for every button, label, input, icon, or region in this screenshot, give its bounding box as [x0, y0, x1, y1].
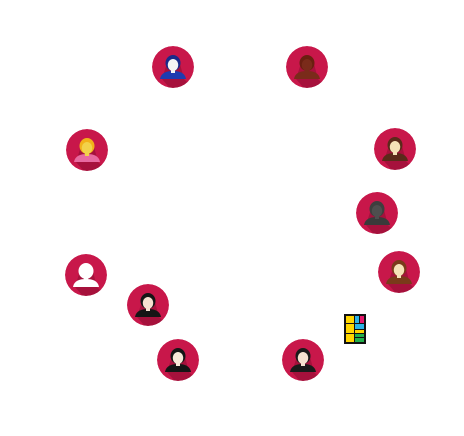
tile: [360, 316, 364, 323]
avatar-button-2[interactable]: [286, 46, 328, 88]
tile: [355, 316, 359, 323]
tile: [355, 330, 364, 333]
person-blue-suit-icon: [152, 46, 194, 88]
avatar-button-9[interactable]: [157, 339, 199, 381]
tile: [346, 316, 354, 323]
avatar-button-4[interactable]: [374, 128, 416, 170]
tile: [355, 324, 364, 329]
person-silhouette-brown-icon: [286, 46, 328, 88]
person-silhouette-gray-icon: [356, 192, 398, 234]
person-woman-brown-icon: [378, 251, 420, 293]
person-woman-dark-icon: [374, 128, 416, 170]
avatar-button-3[interactable]: [66, 129, 108, 171]
tile: [355, 334, 364, 337]
tile: [355, 338, 364, 342]
person-man-dark-icon: [282, 339, 324, 381]
tile: [346, 334, 354, 342]
avatar-button-5[interactable]: [356, 192, 398, 234]
colored-tiles-icon[interactable]: [344, 314, 366, 344]
person-blonde-pink-icon: [66, 129, 108, 171]
avatar-button-8[interactable]: [127, 284, 169, 326]
tile: [346, 324, 354, 333]
avatar-button-6[interactable]: [65, 254, 107, 296]
avatar-button-10[interactable]: [282, 339, 324, 381]
avatar-button-1[interactable]: [152, 46, 194, 88]
person-man-black-suit-icon: [157, 339, 199, 381]
person-white-icon: [65, 254, 107, 296]
person-woman-black-icon: [127, 284, 169, 326]
avatar-button-7[interactable]: [378, 251, 420, 293]
